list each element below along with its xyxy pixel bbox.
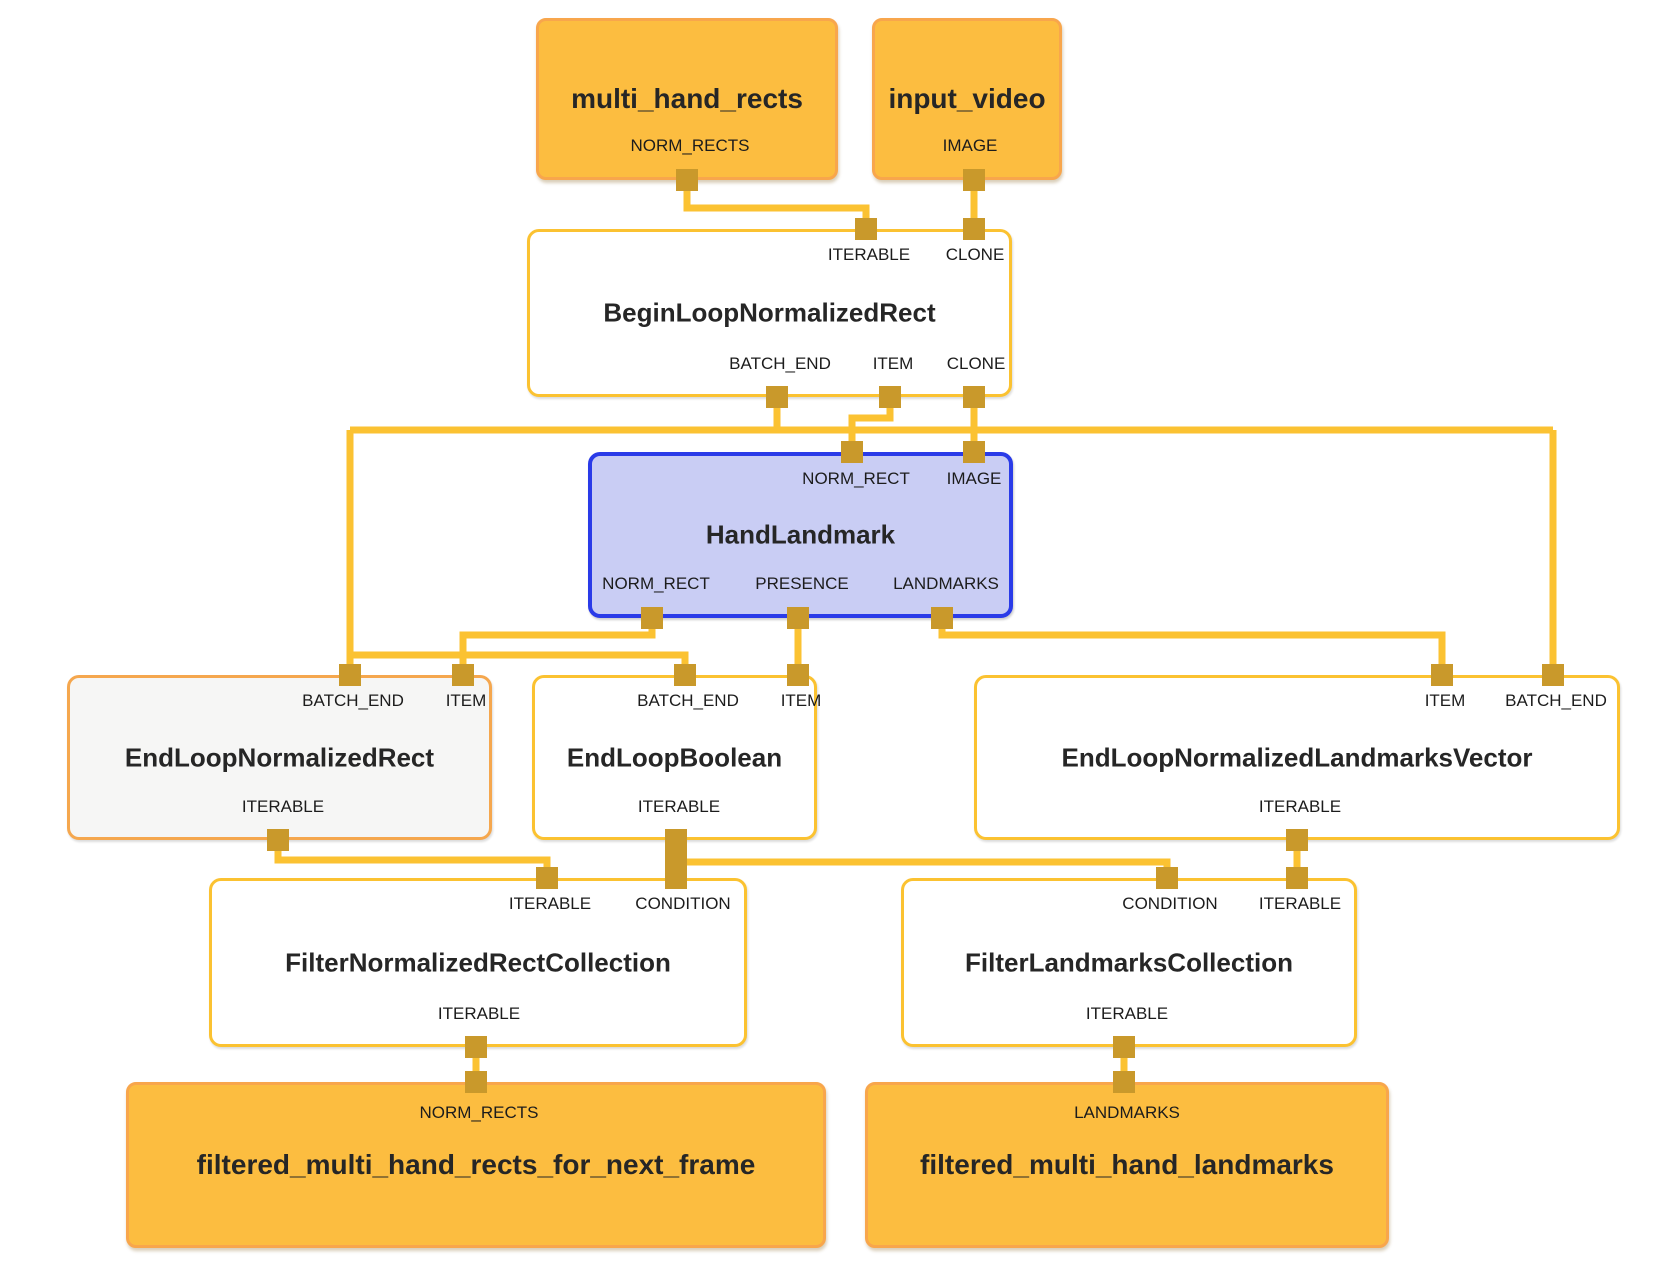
- port-label-end-loop-boolean-iterable-bottom: ITERABLE: [637, 797, 721, 816]
- wire-bus-to-endloopboolean-batch_end: [350, 651, 689, 675]
- node-title-filter-landmarks-collection: FilterLandmarksCollection: [965, 947, 1293, 977]
- port-label-end-loop-boolean-item-top: ITEM: [780, 691, 822, 710]
- port-label-begin-loop-normalized-rect-batch_end-bottom: BATCH_END: [729, 354, 831, 373]
- node-end-loop-normalized-landmarks-vector[interactable]: EndLoopNormalizedLandmarksVector ITEM BATC…: [974, 675, 1620, 840]
- wire-handlandmark-norm_rect-to-endlooprect-item: [459, 618, 656, 675]
- port-label-end-loop-normalized-rect-iterable-bottom: ITERABLE: [241, 797, 325, 816]
- port-label-begin-loop-normalized-rect-clone-top: CLONE: [945, 245, 1005, 264]
- port-label-end-loop-normalized-landmarks-vector-item-top: ITEM: [1424, 691, 1466, 710]
- node-title-end-loop-normalized-landmarks-vector: EndLoopNormalizedLandmarksVector: [1061, 742, 1533, 772]
- node-filtered-multi-hand-landmarks[interactable]: filtered_multi_hand_landmarks LANDMARKS: [865, 1082, 1389, 1248]
- node-filtered-multi-hand-rects-for-next-frame[interactable]: filtered_multi_hand_rects_for_next_frame…: [126, 1082, 826, 1248]
- node-title-end-loop-normalized-rect: EndLoopNormalizedRect: [124, 742, 435, 772]
- node-end-loop-normalized-rect[interactable]: EndLoopNormalizedRect BATCH_END ITEM ITERAB…: [67, 675, 492, 840]
- port-label-filter-normalized-rect-collection-iterable-top: ITERABLE: [508, 894, 592, 913]
- node-title-begin-loop-normalized-rect: BeginLoopNormalizedRect: [603, 297, 936, 328]
- port-label-filtered-multi-hand-rects-for-next-frame-norm_rects-top: NORM_RECTS: [419, 1103, 539, 1122]
- node-title-multi-hand-rects: multi_hand_rects: [571, 83, 803, 114]
- node-end-loop-boolean[interactable]: EndLoopBoolean BATCH_END ITEM ITERABLE: [532, 675, 821, 840]
- port-label-multi-hand-rects-norm_rects-bottom: NORM_RECTS: [630, 136, 750, 155]
- node-filter-landmarks-collection[interactable]: FilterLandmarksCollection CONDITION ITERAB…: [901, 878, 1357, 1047]
- port-label-filter-landmarks-collection-iterable-bottom: ITERABLE: [1085, 1004, 1169, 1023]
- port-label-end-loop-normalized-landmarks-vector-iterable-bottom: ITERABLE: [1258, 797, 1342, 816]
- port-label-begin-loop-normalized-rect-item-bottom: ITEM: [872, 354, 914, 373]
- port-label-hand-landmark-norm_rect-top: NORM_RECT: [802, 469, 910, 488]
- port-label-end-loop-normalized-landmarks-vector-batch_end-top: BATCH_END: [1505, 691, 1607, 710]
- node-begin-loop-normalized-rect[interactable]: BeginLoopNormalizedRect ITERABLE CLONE BATC…: [527, 229, 1012, 397]
- wire-handlandmark-landmarks-to-endlooplandmarks-item: [938, 618, 1446, 675]
- port-label-hand-landmark-presence-bottom: PRESENCE: [755, 574, 849, 593]
- port-label-filter-landmarks-collection-condition-top: CONDITION: [1122, 894, 1218, 913]
- wire-endloopboolean-iterable-to-filterlandmarks-condition: [676, 858, 1171, 878]
- port-label-begin-loop-normalized-rect-clone-bottom: CLONE: [946, 354, 1006, 373]
- port-label-filtered-multi-hand-landmarks-landmarks-top: LANDMARKS: [1074, 1103, 1180, 1122]
- node-title-filtered-multi-hand-landmarks: filtered_multi_hand_landmarks: [920, 1149, 1334, 1180]
- port-label-filter-landmarks-collection-iterable-top: ITERABLE: [1258, 894, 1342, 913]
- wire-beginloop-item-to-handlandmark-norm_rect: [848, 397, 894, 452]
- wire-endlooprect-iterable-to-filterrect-iterable: [274, 840, 551, 878]
- node-title-filter-normalized-rect-collection: FilterNormalizedRectCollection: [285, 947, 671, 977]
- port-label-hand-landmark-norm_rect-bottom: NORM_RECT: [602, 574, 710, 593]
- node-title-input-video: input_video: [888, 83, 1046, 114]
- port-label-filter-normalized-rect-collection-iterable-bottom: ITERABLE: [437, 1004, 521, 1023]
- node-title-filtered-multi-hand-rects-for-next-frame: filtered_multi_hand_rects_for_next_frame: [196, 1149, 756, 1180]
- port-label-input-video-image-bottom: IMAGE: [942, 136, 998, 155]
- port-label-end-loop-boolean-batch_end-top: BATCH_END: [637, 691, 739, 710]
- connector-condition-split-junction[interactable]: [665, 851, 687, 873]
- port-label-filter-normalized-rect-collection-condition-top: CONDITION: [635, 894, 731, 913]
- port-label-end-loop-normalized-rect-item-top: ITEM: [445, 691, 487, 710]
- port-label-begin-loop-normalized-rect-iterable-top: ITERABLE: [827, 245, 911, 264]
- wire-multi_hand_rects-to-beginloop-iterable: [683, 180, 870, 229]
- port-label-end-loop-normalized-rect-batch_end-top: BATCH_END: [302, 691, 404, 710]
- port-label-hand-landmark-landmarks-bottom: LANDMARKS: [893, 574, 999, 593]
- node-title-end-loop-boolean: EndLoopBoolean: [566, 742, 783, 772]
- port-label-hand-landmark-image-top: IMAGE: [946, 469, 1002, 488]
- node-title-hand-landmark: HandLandmark: [705, 519, 896, 550]
